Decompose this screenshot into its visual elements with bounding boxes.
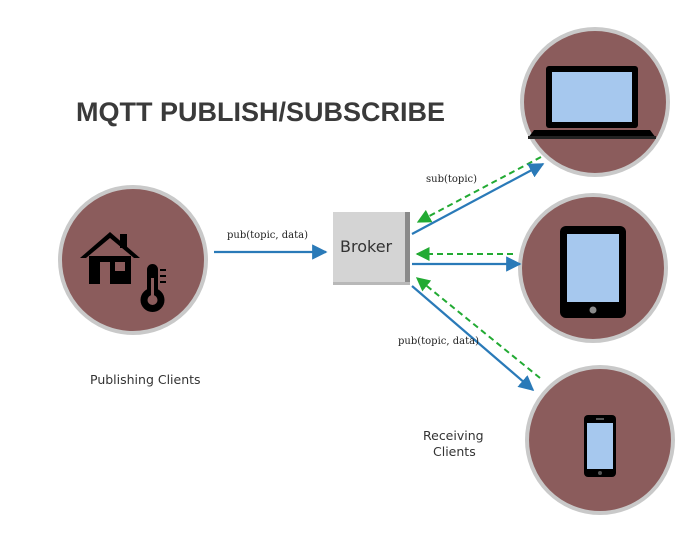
receivers-label-line2: Clients bbox=[433, 444, 476, 459]
broker-label: Broker bbox=[340, 237, 393, 256]
tablet-receiver-node bbox=[518, 193, 668, 343]
smartphone-subscribe-arrow bbox=[415, 277, 541, 379]
laptop-deliver-arrow bbox=[411, 163, 545, 235]
publisher-label: Publishing Clients bbox=[90, 372, 201, 387]
smartphone-deliver-arrow bbox=[411, 285, 535, 392]
diagram-title: MQTT PUBLISH/SUBSCRIBE bbox=[76, 97, 445, 127]
laptop-receiver-node bbox=[520, 27, 670, 177]
laptop-subscribe-arrow bbox=[416, 156, 542, 223]
laptop-icon bbox=[528, 66, 656, 139]
house-icon bbox=[80, 232, 140, 284]
tablet-icon bbox=[560, 226, 626, 318]
smartphone-receiver-node bbox=[525, 365, 675, 515]
broker-node bbox=[333, 212, 410, 285]
thermometer-icon bbox=[140, 264, 166, 312]
smartphone-icon bbox=[584, 415, 616, 477]
subscribe-label: sub(topic) bbox=[426, 174, 477, 185]
deliver-label: pub(topic, data) bbox=[398, 336, 479, 347]
publish-label: pub(topic, data) bbox=[227, 230, 308, 241]
receivers-label-line1: Receiving bbox=[423, 428, 484, 443]
publisher-node bbox=[58, 185, 208, 335]
